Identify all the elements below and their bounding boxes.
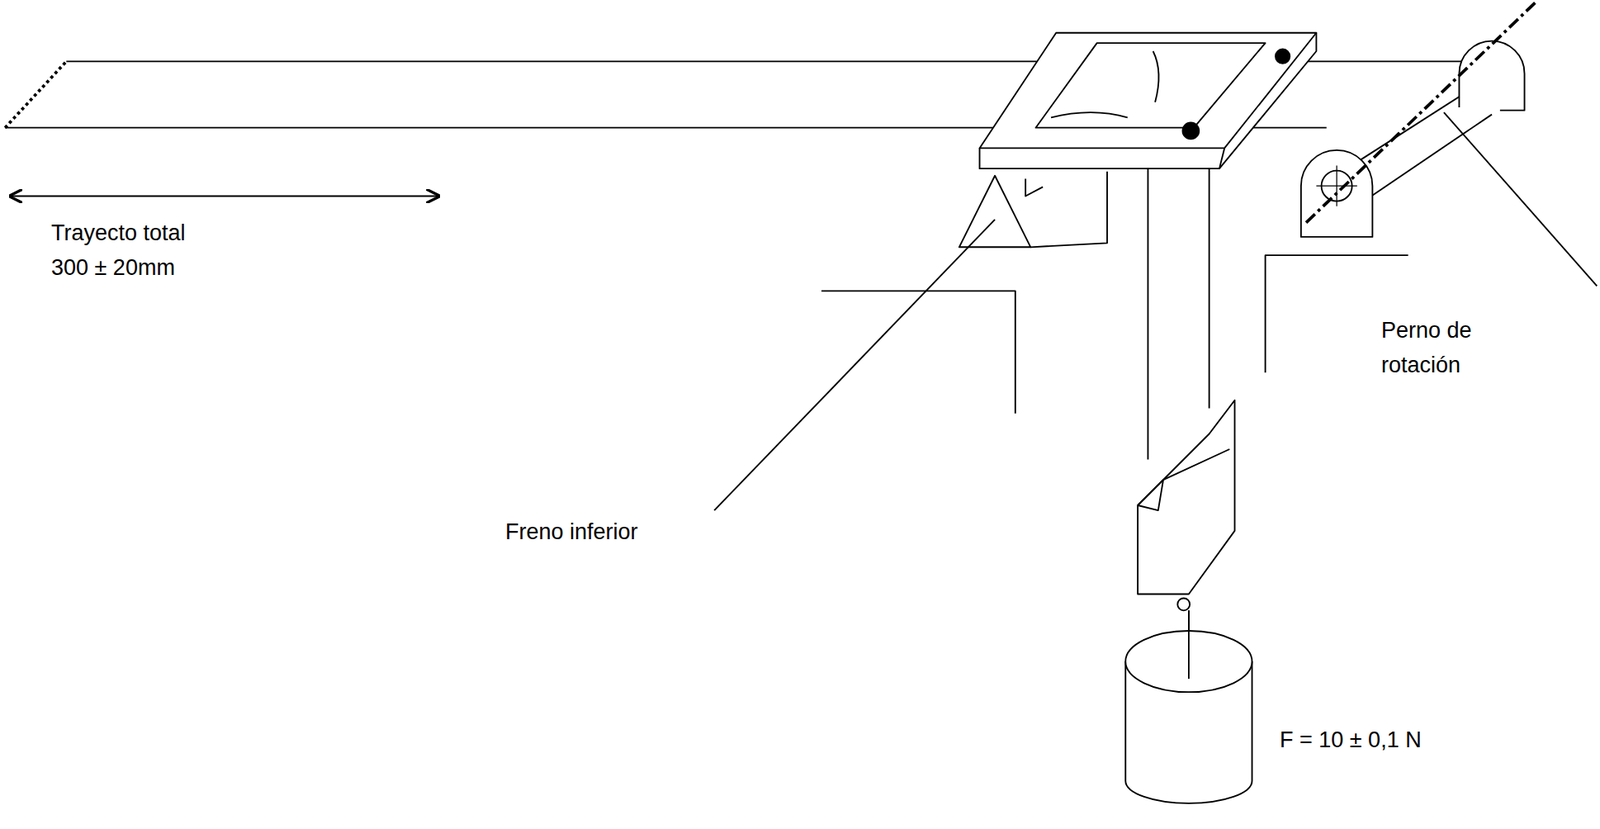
pivot-shaft bbox=[1362, 114, 1492, 203]
dimension-label: Trayecto total 300 ± 20mm bbox=[51, 216, 209, 286]
lower-brake bbox=[1030, 171, 1108, 247]
plate-window bbox=[1036, 42, 1266, 128]
pivot-shaft bbox=[1346, 86, 1474, 169]
string bbox=[1188, 610, 1190, 679]
beam-edge bbox=[66, 60, 1037, 62]
beam-edge bbox=[1293, 60, 1475, 62]
hook bbox=[1177, 597, 1190, 611]
part-label: Freno inferior bbox=[505, 515, 639, 550]
bolt bbox=[1182, 123, 1199, 140]
leader-line bbox=[1443, 112, 1597, 286]
plate-side bbox=[979, 33, 1317, 169]
hanger-rod bbox=[1147, 168, 1150, 460]
bolt bbox=[1275, 49, 1290, 64]
pivot-axis bbox=[1306, 2, 1536, 223]
part-label: Perno de rotación bbox=[1381, 313, 1497, 384]
crosshair bbox=[1315, 165, 1357, 206]
plate-window bbox=[1153, 51, 1160, 103]
support-frame bbox=[821, 290, 1016, 413]
plate-top bbox=[979, 33, 1317, 149]
hanger-clamp bbox=[1163, 449, 1230, 480]
leader-line bbox=[714, 219, 995, 511]
hanger-clamp bbox=[1137, 479, 1164, 511]
hanger-rod bbox=[1208, 168, 1211, 408]
beam-end-dotted bbox=[4, 61, 67, 128]
lower-brake bbox=[1025, 178, 1043, 196]
bearing bbox=[1458, 41, 1525, 111]
string bbox=[1188, 610, 1190, 679]
force-label: F = 10 ± 0,1 N bbox=[1279, 723, 1422, 758]
hanger-clamp bbox=[1137, 400, 1235, 595]
travel-arrow bbox=[9, 195, 439, 198]
plate-window bbox=[1050, 112, 1128, 118]
beam-edge bbox=[4, 127, 993, 129]
plate-edge bbox=[1219, 147, 1225, 169]
lower-brake bbox=[959, 175, 1032, 248]
